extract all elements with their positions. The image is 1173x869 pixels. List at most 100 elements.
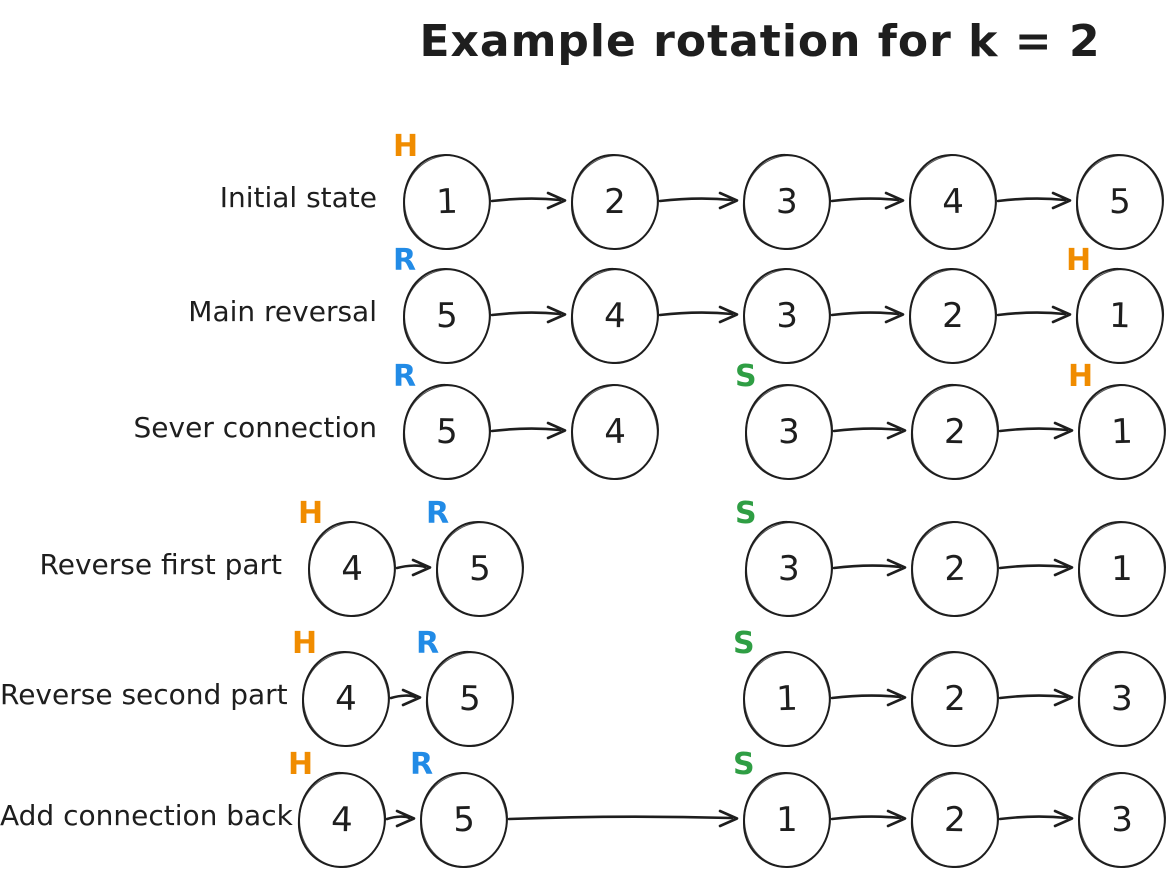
next-pointer-arrow <box>998 421 1074 440</box>
next-pointer-arrow <box>832 421 907 440</box>
list-node: 4 <box>907 152 999 252</box>
reverse-marker: R <box>416 626 440 661</box>
node-value: 1 <box>1110 411 1134 453</box>
row-label: Sever connection <box>133 411 377 444</box>
reverse-marker: R <box>393 243 417 278</box>
next-pointer-arrow <box>830 305 905 324</box>
list-node: 3 <box>745 384 833 480</box>
second-half-marker: S <box>735 496 757 531</box>
reverse-marker: R <box>393 359 417 394</box>
list-node: 1 <box>741 649 833 749</box>
next-pointer-arrow <box>490 191 567 210</box>
node-value: 1 <box>776 800 798 840</box>
list-node: 5 <box>436 521 524 617</box>
next-pointer-arrow <box>996 191 1072 210</box>
row-label: Add connection back <box>0 799 293 832</box>
head-marker: H <box>1068 359 1094 394</box>
node-value: 4 <box>340 548 364 590</box>
node-value: 1 <box>435 181 459 223</box>
list-node: 4 <box>296 770 388 869</box>
reverse-marker: R <box>426 496 450 531</box>
node-value: 5 <box>1109 182 1131 222</box>
node-value: 3 <box>778 412 800 452</box>
next-pointer-arrow <box>658 191 739 210</box>
next-pointer-arrow <box>998 558 1074 577</box>
node-value: 2 <box>943 548 967 590</box>
list-node: 5 <box>403 268 491 364</box>
list-node: 1 <box>1074 266 1166 366</box>
list-node: 2 <box>909 770 1001 869</box>
next-pointer-arrow <box>830 809 907 828</box>
row-label: Reverse second part <box>0 678 288 711</box>
list-node: 1 <box>743 772 831 868</box>
node-value: 2 <box>944 679 966 719</box>
list-node: 4 <box>569 266 661 366</box>
node-value: 3 <box>775 295 799 337</box>
next-pointer-arrow <box>507 809 739 828</box>
next-pointer-arrow <box>385 809 416 828</box>
list-node: 5 <box>401 382 493 482</box>
list-node: 4 <box>569 382 661 482</box>
list-node: 5 <box>424 649 516 749</box>
next-pointer-arrow <box>998 809 1074 828</box>
list-node: 5 <box>1076 154 1164 250</box>
node-value: 4 <box>603 411 627 453</box>
list-node: 1 <box>1078 521 1166 617</box>
node-value: 5 <box>452 799 476 841</box>
next-pointer-arrow <box>832 558 907 577</box>
next-pointer-arrow <box>830 688 907 707</box>
list-node: 3 <box>743 519 835 619</box>
list-node: 1 <box>401 152 493 252</box>
list-node: 2 <box>911 651 999 747</box>
row-label: Initial state <box>219 181 377 214</box>
list-node: 3 <box>1076 770 1168 869</box>
node-value: 2 <box>943 799 967 841</box>
diagram-title: Example rotation for k = 2 <box>419 16 1101 67</box>
node-value: 5 <box>435 411 459 453</box>
head-marker: H <box>393 129 419 164</box>
head-marker: H <box>288 747 314 782</box>
list-node: 2 <box>909 519 1001 619</box>
second-half-marker: S <box>733 626 755 661</box>
list-node: 2 <box>909 382 1001 482</box>
node-value: 5 <box>436 296 458 336</box>
next-pointer-arrow <box>490 305 567 324</box>
list-node: 2 <box>571 154 659 250</box>
node-value: 3 <box>1110 799 1134 841</box>
next-pointer-arrow <box>998 688 1074 707</box>
head-marker: H <box>1066 243 1092 278</box>
next-pointer-arrow <box>490 421 567 440</box>
head-marker: H <box>292 626 318 661</box>
next-pointer-arrow <box>389 688 422 707</box>
second-half-marker: S <box>735 359 757 394</box>
node-value: 5 <box>458 678 482 720</box>
list-node: 4 <box>302 651 390 747</box>
list-node: 3 <box>741 152 833 252</box>
list-node: 3 <box>741 266 833 366</box>
node-value: 4 <box>330 799 354 841</box>
list-node: 4 <box>306 519 398 619</box>
row-label: Reverse first part <box>39 548 282 581</box>
node-value: 1 <box>1108 295 1132 337</box>
list-node: 1 <box>1076 382 1168 482</box>
node-value: 2 <box>943 411 967 453</box>
row-label: Main reversal <box>188 295 377 328</box>
node-value: 3 <box>775 181 799 223</box>
node-value: 4 <box>603 295 627 337</box>
node-value: 2 <box>942 296 964 336</box>
node-value: 3 <box>777 548 801 590</box>
node-value: 4 <box>335 679 357 719</box>
node-value: 5 <box>469 549 491 589</box>
next-pointer-arrow <box>658 305 739 324</box>
node-value: 2 <box>604 182 626 222</box>
list-node: 5 <box>418 770 510 869</box>
next-pointer-arrow <box>830 191 905 210</box>
node-value: 4 <box>941 181 965 223</box>
reverse-marker: R <box>410 747 434 782</box>
next-pointer-arrow <box>996 305 1072 324</box>
list-node: 2 <box>909 268 997 364</box>
node-value: 1 <box>1111 549 1133 589</box>
second-half-marker: S <box>733 747 755 782</box>
list-node: 3 <box>1076 649 1168 749</box>
